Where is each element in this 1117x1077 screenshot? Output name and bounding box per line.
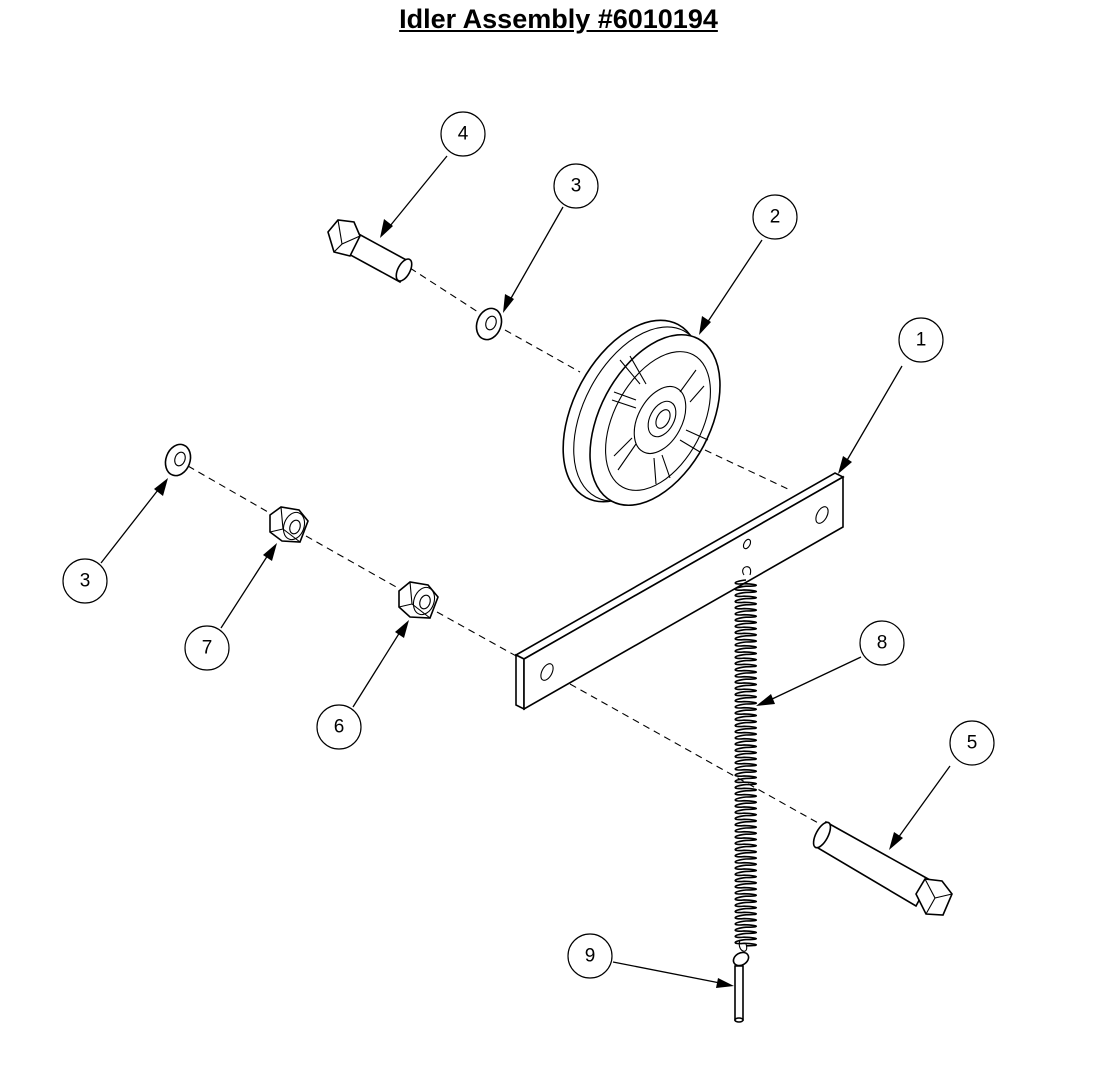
rear-nut-part <box>269 506 309 543</box>
page-title: Idler Assembly #6010194 <box>399 4 718 34</box>
pulley-part <box>562 319 721 507</box>
callout-balloon: 6 <box>316 704 362 750</box>
spring-part <box>734 566 758 952</box>
callout-leaders <box>100 155 951 988</box>
callout-label: 2 <box>770 207 781 228</box>
callout-balloon: 7 <box>184 625 230 671</box>
callout-balloon: 5 <box>949 720 995 766</box>
long-bolt-part <box>812 820 953 916</box>
callout-label: 7 <box>202 638 213 659</box>
spring-pin-part <box>732 951 750 1023</box>
lower-washer-part <box>164 443 192 477</box>
callout-label: 4 <box>458 124 469 145</box>
callout-label: 8 <box>877 633 888 654</box>
front-nut-part <box>398 581 439 619</box>
callout-label: 9 <box>585 946 596 967</box>
callout-balloon: 1 <box>898 317 944 363</box>
callout-balloon: 9 <box>567 933 613 979</box>
callout-balloon: 3 <box>62 558 108 604</box>
short-bolt-part <box>327 219 413 284</box>
idler-arm-part <box>514 472 845 711</box>
callout-balloon: 8 <box>859 620 905 666</box>
callout-label: 3 <box>571 176 582 197</box>
callout-balloon: 2 <box>752 194 798 240</box>
assembly-centerlines <box>187 267 821 825</box>
callout-label: 1 <box>916 330 927 351</box>
callout-label: 3 <box>80 571 91 592</box>
callout-label: 6 <box>334 717 345 738</box>
callout-balloon: 3 <box>553 163 599 209</box>
callout-balloon: 4 <box>440 111 486 157</box>
callout-label: 5 <box>967 733 978 754</box>
upper-washer-part <box>475 307 503 341</box>
